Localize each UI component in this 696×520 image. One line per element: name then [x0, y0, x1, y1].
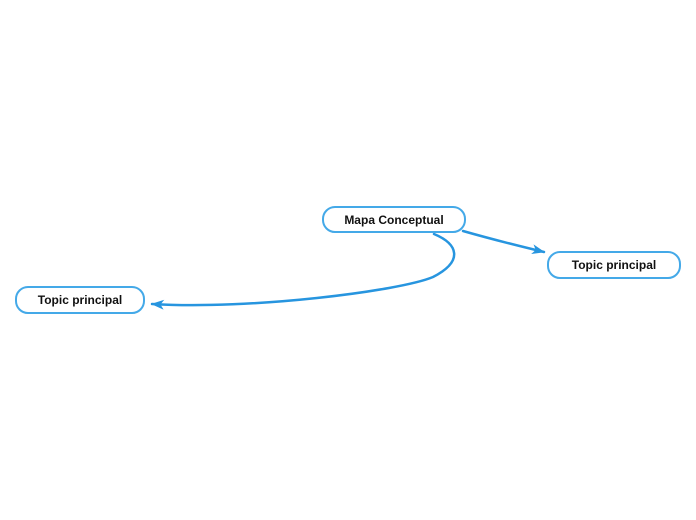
- node-root-label: Mapa Conceptual: [344, 212, 444, 227]
- connector-root-to-left-topic: [150, 232, 456, 310]
- node-topic-right-label: Topic principal: [571, 258, 657, 272]
- node-topic-left-label: Topic principal: [37, 293, 123, 307]
- mindmap-node-root[interactable]: Mapa Conceptual: [322, 206, 466, 233]
- mindmap-node-topic-right[interactable]: Topic principal: [547, 251, 681, 279]
- mindmap-node-topic-left[interactable]: Topic principal: [15, 286, 145, 314]
- connector-root-to-right-topic: [461, 229, 546, 255]
